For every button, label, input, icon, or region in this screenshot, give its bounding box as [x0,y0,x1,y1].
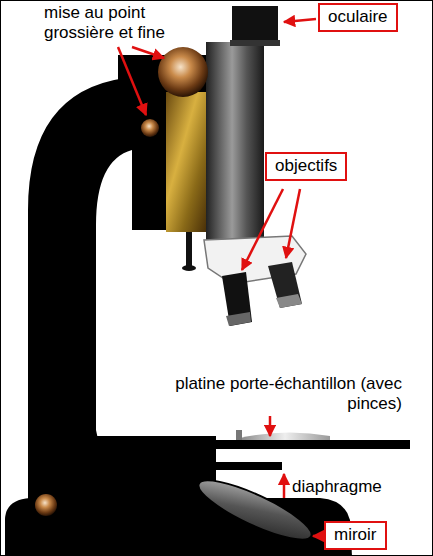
part-label: platine porte-échantillon (avec pinces) [120,374,402,414]
leader-arrows [118,19,322,536]
label-text: miroir [334,525,377,545]
part-label-box: objectifs [265,152,347,181]
label-text: oculaire [328,7,388,27]
part-label-box: miroir [324,521,387,550]
part-label: diaphragme [292,477,402,497]
part-label-box: oculaire [318,3,398,32]
label-text: objectifs [275,156,337,176]
part-label: mise au point grossière et fine [44,3,194,43]
